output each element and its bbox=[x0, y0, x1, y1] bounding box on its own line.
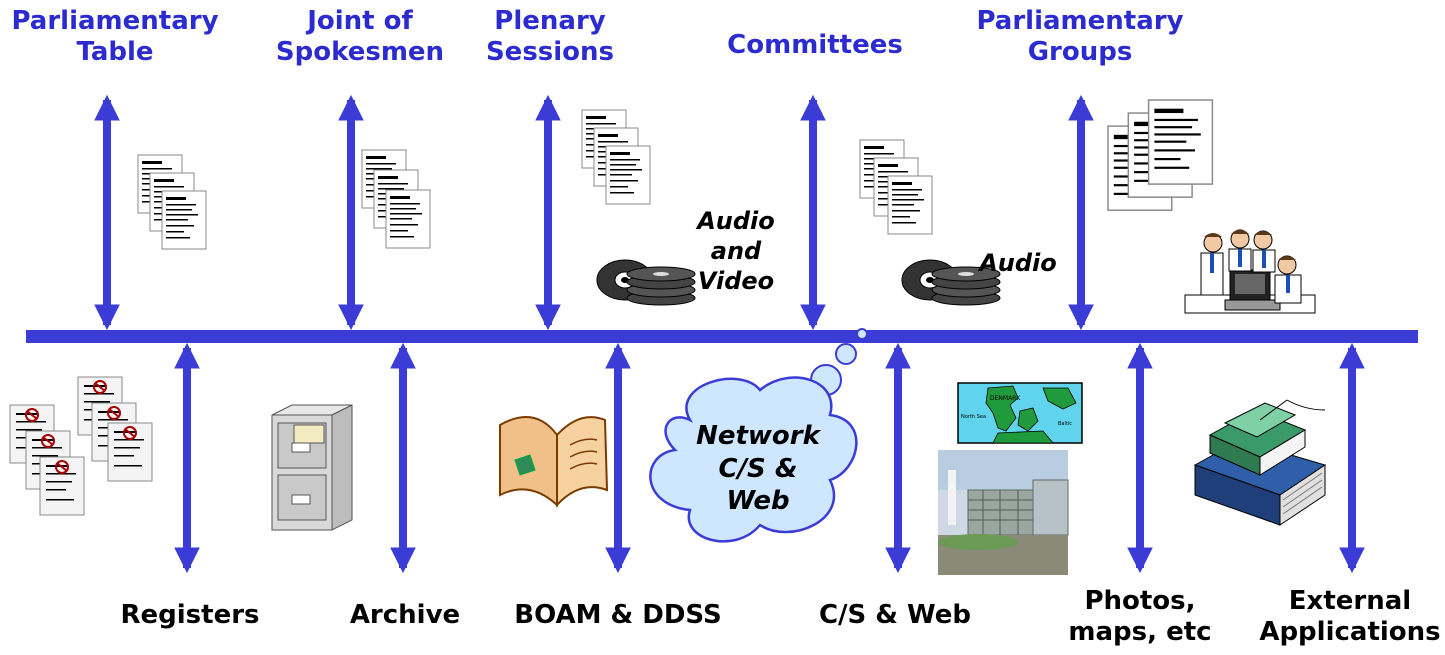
label-committees: Committees bbox=[727, 30, 903, 60]
label-joint-spokesmen: Joint of Spokesmen bbox=[275, 6, 445, 68]
map-label-north-sea: North Sea bbox=[961, 414, 986, 420]
map-label-baltic: Baltic bbox=[1058, 421, 1072, 427]
label-photos-maps: Photos, maps, etc bbox=[1068, 586, 1212, 648]
filing-cabinet-icon bbox=[271, 404, 353, 531]
label-cs-web: C/S & Web bbox=[818, 600, 972, 630]
documents-icon bbox=[1107, 99, 1214, 211]
label-external-applications: External Applications bbox=[1259, 586, 1441, 648]
label-audio-and-video: Audio and Video bbox=[697, 207, 775, 295]
documents-icon bbox=[361, 149, 431, 249]
parliament-building-photo bbox=[938, 450, 1069, 575]
documents-icon bbox=[859, 139, 933, 235]
label-network-cs-web: Network C/S & Web bbox=[696, 421, 820, 516]
label-boam-ddss: BOAM & DDSS bbox=[514, 600, 722, 630]
map-denmark-image: DENMARK North Sea Baltic bbox=[957, 382, 1083, 444]
documents-icon bbox=[581, 109, 651, 205]
external-applications-books-icon bbox=[1193, 399, 1327, 526]
bottom-connectors bbox=[174, 342, 1365, 574]
network-cloud bbox=[649, 328, 868, 543]
people-at-computer-icon bbox=[1184, 229, 1316, 314]
label-parliamentary-groups: Parliamentary Groups bbox=[976, 6, 1184, 68]
top-connectors bbox=[94, 94, 1094, 331]
registers-documents-icon bbox=[9, 376, 153, 516]
open-book-icon bbox=[499, 416, 609, 508]
label-parliamentary-table: Parliamentary Table bbox=[11, 6, 219, 68]
network-bus bbox=[26, 330, 1418, 343]
documents-icon bbox=[137, 154, 207, 250]
label-audio: Audio bbox=[979, 249, 1057, 277]
label-archive: Archive bbox=[349, 600, 461, 630]
map-label-denmark: DENMARK bbox=[990, 395, 1021, 402]
label-plenary-sessions: Plenary Sessions bbox=[485, 6, 615, 68]
label-registers: Registers bbox=[120, 600, 260, 630]
